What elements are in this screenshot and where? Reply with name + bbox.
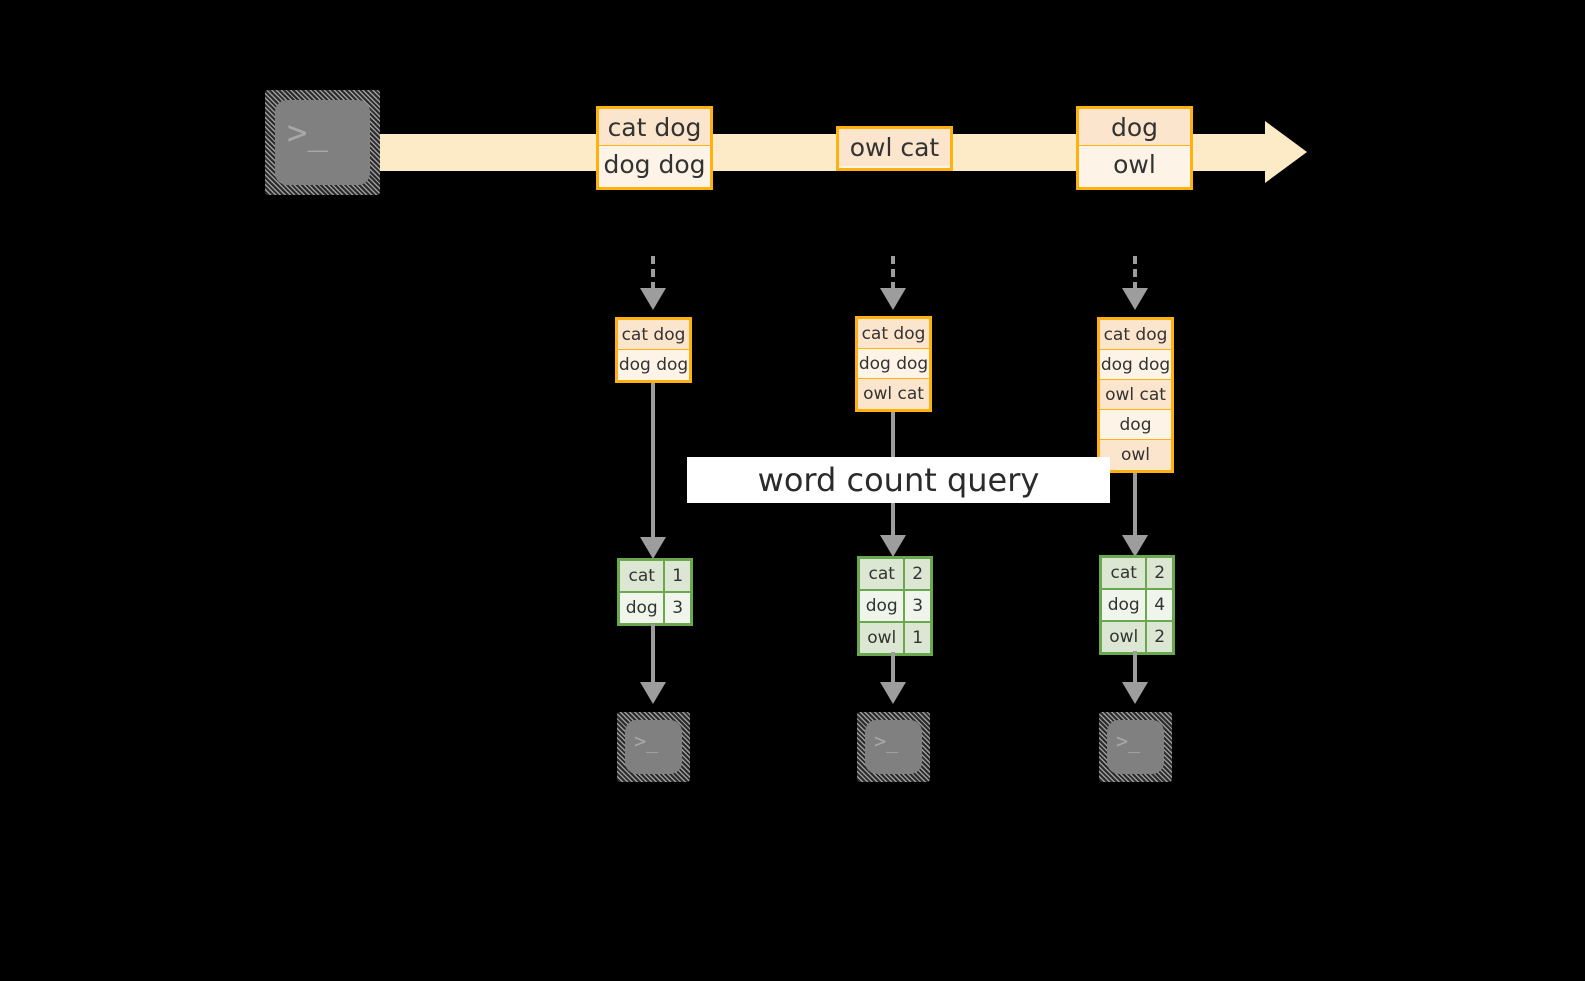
result-word: cat <box>860 559 906 589</box>
snapshot-1-sink-line <box>651 624 655 686</box>
snapshot-1-stream-tap-line <box>651 256 655 290</box>
result-row: owl 2 <box>1102 622 1172 652</box>
snapshot-1-query-arrowhead <box>640 537 666 559</box>
result-count: 3 <box>665 593 690 623</box>
result-row: dog 3 <box>620 593 690 623</box>
result-word: cat <box>1102 558 1148 588</box>
snapshot-2-sink-line <box>891 652 895 686</box>
result-count: 1 <box>905 623 930 653</box>
result-row: dog 4 <box>1102 590 1172 622</box>
result-word: dog <box>620 593 666 623</box>
snapshot-2-result-table[interactable]: cat 2 dog 3 owl 1 <box>857 556 933 656</box>
stream-record-1[interactable]: cat dog dog dog <box>596 106 713 190</box>
result-count: 2 <box>1147 558 1172 588</box>
snapshot-1-query-line <box>651 383 655 545</box>
terminal-prompt-glyph: >_ <box>874 729 899 753</box>
terminal-prompt-glyph: >_ <box>634 729 659 753</box>
stream-arrowhead <box>1265 121 1307 183</box>
input-line: cat dog <box>618 320 689 350</box>
stream-record-line: cat dog <box>599 109 710 146</box>
input-line: dog dog <box>618 350 689 380</box>
snapshot-2-query-arrowhead <box>880 535 906 557</box>
snapshot-3-sink-line <box>1133 651 1137 686</box>
result-word: owl <box>1102 622 1148 652</box>
stream-record-line: dog <box>1079 109 1190 146</box>
snapshot-1-sink-terminal-icon[interactable]: >_ <box>617 712 690 782</box>
stream-record-2[interactable]: owl cat <box>836 126 953 171</box>
result-row: owl 1 <box>860 623 930 653</box>
snapshot-3-input-table[interactable]: cat dog dog dog owl cat dog owl <box>1097 317 1174 473</box>
input-line: cat dog <box>858 319 929 349</box>
input-line: owl <box>1100 440 1171 470</box>
input-line: owl cat <box>858 379 929 409</box>
snapshot-1-stream-tap-arrowhead <box>640 288 666 310</box>
input-line: dog <box>1100 410 1171 440</box>
snapshot-2-sink-arrowhead <box>880 682 906 704</box>
snapshot-1-sink-arrowhead <box>640 682 666 704</box>
terminal-body <box>865 720 922 774</box>
result-count: 2 <box>1147 622 1172 652</box>
terminal-body <box>625 720 682 774</box>
result-word: dog <box>1102 590 1148 620</box>
result-count: 1 <box>665 561 690 591</box>
result-word: dog <box>860 591 906 621</box>
terminal-prompt-glyph: >_ <box>287 113 328 153</box>
snapshot-3-stream-tap-line <box>1133 256 1137 290</box>
result-row: cat 2 <box>860 559 930 591</box>
snapshot-3-query-line <box>1133 473 1137 543</box>
result-count: 4 <box>1147 590 1172 620</box>
result-word: owl <box>860 623 906 653</box>
snapshot-2-stream-tap-line <box>891 256 895 290</box>
snapshot-3-query-arrowhead <box>1122 535 1148 557</box>
snapshot-2-input-table[interactable]: cat dog dog dog owl cat <box>855 316 932 412</box>
stream-record-3[interactable]: dog owl <box>1076 106 1193 190</box>
result-count: 2 <box>905 559 930 589</box>
terminal-body <box>275 100 370 185</box>
snapshot-1-input-table[interactable]: cat dog dog dog <box>615 317 692 383</box>
result-row: cat 1 <box>620 561 690 593</box>
input-line: dog dog <box>858 349 929 379</box>
terminal-prompt-glyph: >_ <box>1116 729 1141 753</box>
snapshot-2-sink-terminal-icon[interactable]: >_ <box>857 712 930 782</box>
result-word: cat <box>620 561 666 591</box>
terminal-body <box>1107 720 1164 774</box>
result-row: cat 2 <box>1102 558 1172 590</box>
snapshot-3-sink-terminal-icon[interactable]: >_ <box>1099 712 1172 782</box>
stream-record-line: dog dog <box>599 146 710 183</box>
snapshot-1-result-table[interactable]: cat 1 dog 3 <box>617 558 693 626</box>
result-row: dog 3 <box>860 591 930 623</box>
snapshot-3-stream-tap-arrowhead <box>1122 288 1148 310</box>
input-line: owl cat <box>1100 380 1171 410</box>
input-line: dog dog <box>1100 350 1171 380</box>
snapshot-3-result-table[interactable]: cat 2 dog 4 owl 2 <box>1099 555 1175 655</box>
result-count: 3 <box>905 591 930 621</box>
snapshot-2-stream-tap-arrowhead <box>880 288 906 310</box>
input-line: cat dog <box>1100 320 1171 350</box>
query-label: word count query <box>687 457 1110 503</box>
stream-record-line: owl cat <box>839 129 950 166</box>
stream-record-line: owl <box>1079 146 1190 183</box>
snapshot-3-sink-arrowhead <box>1122 682 1148 704</box>
source-terminal-icon[interactable]: >_ <box>265 90 380 195</box>
